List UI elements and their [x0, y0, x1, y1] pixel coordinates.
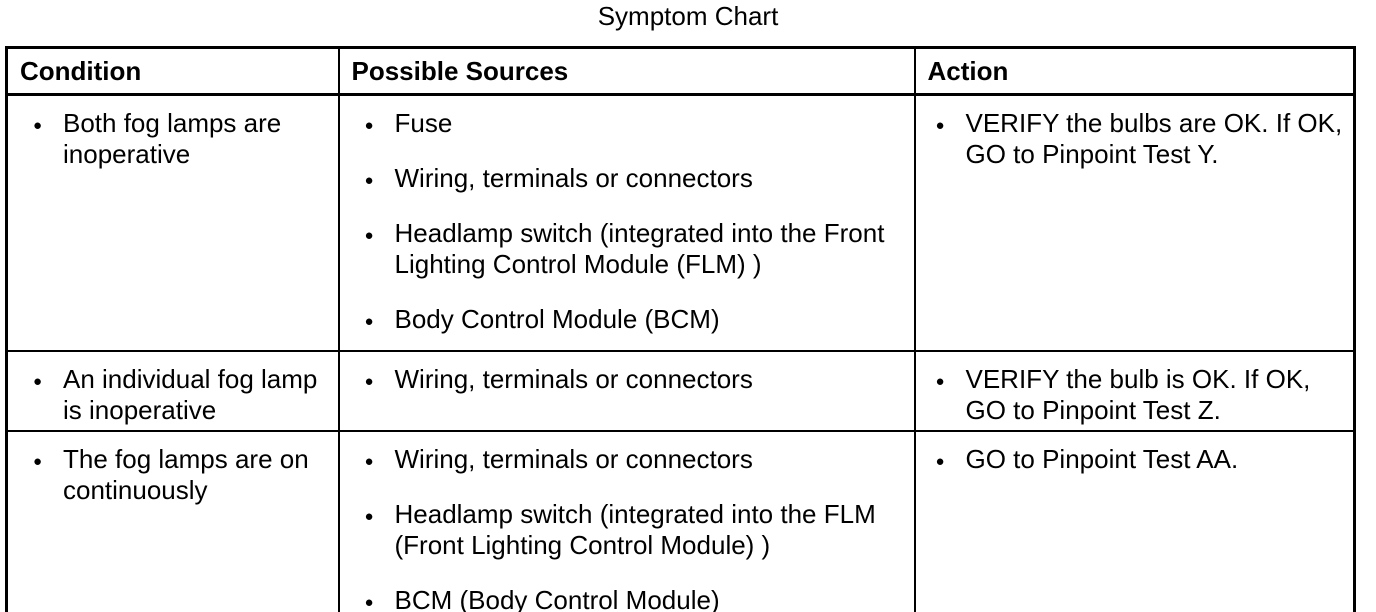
- source-text: Wiring, terminals or connectors: [394, 163, 753, 193]
- list-item: ● Headlamp switch (integrated into the F…: [365, 218, 914, 280]
- source-text: Wiring, terminals or connectors: [394, 444, 753, 474]
- condition-cell: ● An individual fog lamp is inoperative: [5, 350, 340, 432]
- action-list: ● VERIFY the bulb is OK. If OK, GO to Pi…: [916, 364, 1354, 426]
- bullet-icon: ●: [33, 373, 43, 390]
- condition-text: An individual fog lamp is inoperative: [63, 364, 318, 425]
- table-row: ● An individual fog lamp is inoperative …: [5, 350, 1356, 432]
- list-item: ● Headlamp switch (integrated into the F…: [365, 499, 914, 561]
- list-item: ● BCM (Body Control Module): [365, 585, 914, 612]
- condition-list: ● The fog lamps are on continuously: [8, 444, 338, 506]
- action-cell: ● GO to Pinpoint Test AA.: [913, 430, 1356, 612]
- list-item: ● The fog lamps are on continuously: [33, 444, 338, 506]
- action-text: GO to Pinpoint Test AA.: [965, 444, 1239, 474]
- bullet-icon: ●: [935, 373, 945, 390]
- bullet-icon: ●: [935, 117, 945, 134]
- bullet-icon: ●: [935, 453, 945, 470]
- bullet-icon: ●: [364, 117, 374, 134]
- condition-list: ● Both fog lamps are inoperative: [8, 108, 338, 170]
- bullet-icon: ●: [364, 172, 374, 189]
- list-item: ● An individual fog lamp is inoperative: [33, 364, 338, 426]
- bullet-icon: ●: [33, 117, 43, 134]
- source-text: Wiring, terminals or connectors: [394, 364, 753, 394]
- action-list: ● GO to Pinpoint Test AA.: [916, 444, 1354, 475]
- source-text: BCM (Body Control Module): [394, 585, 720, 612]
- list-item: ● VERIFY the bulb is OK. If OK, GO to Pi…: [936, 364, 1354, 426]
- action-cell: ● VERIFY the bulbs are OK. If OK, GO to …: [913, 93, 1356, 352]
- column-header-possible-sources: Possible Sources: [337, 46, 916, 96]
- bullet-icon: ●: [364, 373, 374, 390]
- list-item: ● VERIFY the bulbs are OK. If OK, GO to …: [936, 108, 1354, 170]
- action-text: VERIFY the bulbs are OK. If OK, GO to Pi…: [965, 108, 1343, 169]
- condition-text: The fog lamps are on continuously: [63, 444, 309, 505]
- header-row: Condition Possible Sources Action: [5, 46, 1356, 96]
- symptom-chart-table: Condition Possible Sources Action ● Both…: [5, 46, 1356, 612]
- source-text: Fuse: [394, 108, 453, 138]
- column-header-action: Action: [913, 46, 1356, 96]
- bullet-icon: ●: [364, 508, 374, 525]
- bullet-icon: ●: [364, 453, 374, 470]
- possible-sources-cell: ● Wiring, terminals or connectors: [337, 350, 916, 432]
- sources-list: ● Wiring, terminals or connectors ● Head…: [340, 444, 914, 612]
- table-row: ● Both fog lamps are inoperative ● Fuse …: [5, 93, 1356, 352]
- source-text: Headlamp switch (integrated into the Fro…: [394, 218, 885, 279]
- list-item: ● Body Control Module (BCM): [365, 304, 914, 335]
- bullet-icon: ●: [364, 227, 374, 244]
- bullet-icon: ●: [364, 313, 374, 330]
- possible-sources-cell: ● Wiring, terminals or connectors ● Head…: [337, 430, 916, 612]
- source-text: Body Control Module (BCM): [394, 304, 720, 334]
- page-title: Symptom Chart: [597, 1, 779, 31]
- source-text: Headlamp switch (integrated into the FLM…: [394, 499, 876, 560]
- bullet-icon: ●: [364, 594, 374, 611]
- action-cell: ● VERIFY the bulb is OK. If OK, GO to Pi…: [913, 350, 1356, 432]
- possible-sources-cell: ● Fuse ● Wiring, terminals or connectors…: [337, 93, 916, 352]
- action-list: ● VERIFY the bulbs are OK. If OK, GO to …: [916, 108, 1354, 170]
- condition-cell: ● The fog lamps are on continuously: [5, 430, 340, 612]
- list-item: ● Wiring, terminals or connectors: [365, 163, 914, 194]
- list-item: ● Wiring, terminals or connectors: [365, 444, 914, 475]
- column-header-condition: Condition: [5, 46, 340, 96]
- list-item: ● Both fog lamps are inoperative: [33, 108, 338, 170]
- sources-list: ● Wiring, terminals or connectors: [340, 364, 914, 395]
- action-text: VERIFY the bulb is OK. If OK, GO to Pinp…: [965, 364, 1311, 425]
- condition-list: ● An individual fog lamp is inoperative: [8, 364, 338, 426]
- table-row: ● The fog lamps are on continuously ● Wi…: [5, 430, 1356, 612]
- bullet-icon: ●: [33, 453, 43, 470]
- sources-list: ● Fuse ● Wiring, terminals or connectors…: [340, 108, 914, 335]
- list-item: ● GO to Pinpoint Test AA.: [936, 444, 1354, 475]
- list-item: ● Wiring, terminals or connectors: [365, 364, 914, 395]
- list-item: ● Fuse: [365, 108, 914, 139]
- condition-text: Both fog lamps are inoperative: [63, 108, 282, 169]
- condition-cell: ● Both fog lamps are inoperative: [5, 93, 340, 352]
